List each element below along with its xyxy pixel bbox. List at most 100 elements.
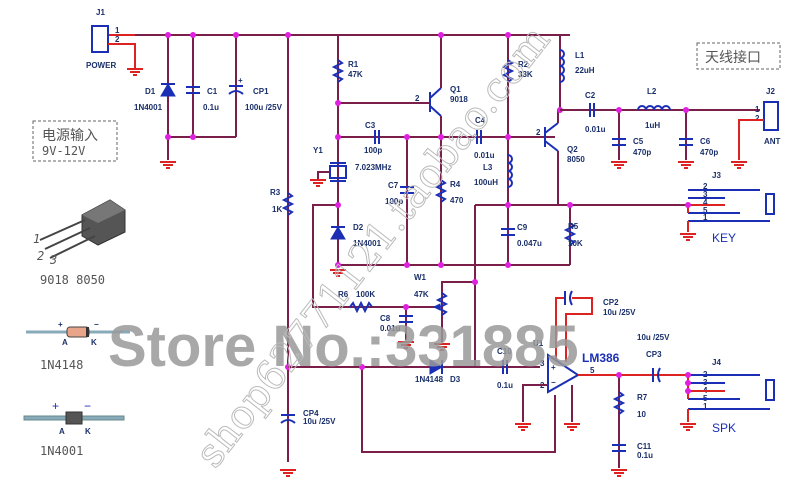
diode-1n4148-illustration: + − A K 1N4148 (26, 320, 130, 372)
svg-text:天线接口: 天线接口 (705, 49, 761, 66)
l1-ref: L1 (575, 51, 585, 60)
l3-value: 100uH (474, 178, 498, 187)
tone-network: R6 100K C8 0.01u W1 47K (313, 273, 478, 351)
u1-value: LM386 (582, 351, 620, 365)
svg-text:−: − (84, 399, 91, 413)
svg-text:1: 1 (755, 105, 760, 114)
svg-text:K: K (91, 338, 97, 347)
d3-value: 1N4148 (415, 375, 444, 384)
transistor-illustration: 1 2 3 9018 8050 (33, 199, 126, 287)
c7-value: 100p (385, 197, 403, 206)
j4-value: SPK (712, 421, 736, 435)
d2-ref: D2 (353, 223, 364, 232)
connector-j4: J4 2 3 4 5 1 SPK (679, 358, 775, 435)
r2-ref: R2 (518, 60, 529, 69)
c10-ref: C10 (497, 347, 512, 356)
connector-j3: J3 2 3 4 5 1 KEY (679, 171, 775, 245)
power-input-note: 电源输入 9V-12V (32, 120, 118, 162)
c10-value: 0.1u (497, 381, 513, 390)
c6-value: 470p (700, 148, 718, 157)
svg-text:−: − (551, 378, 556, 387)
c3-value: 100p (364, 146, 382, 155)
r2-value: 33K (518, 70, 533, 79)
diode2-caption: 1N4001 (40, 444, 83, 458)
svg-text:2: 2 (115, 35, 120, 44)
c11-value: 0.1u (637, 451, 653, 460)
connector-j2: J2 1 2 ANT (730, 87, 781, 169)
j2-value: ANT (764, 137, 781, 146)
svg-text:1: 1 (703, 402, 708, 411)
svg-text:2: 2 (536, 128, 541, 137)
svg-text:3: 3 (540, 359, 545, 368)
r1-value: 47K (348, 70, 363, 79)
u1-ref: U1 (533, 339, 544, 348)
q1-ref: Q1 (450, 85, 461, 94)
cp2-ref: CP2 (603, 298, 619, 307)
w1-value: 47K (414, 290, 429, 299)
c9-value: 0.047u (517, 239, 542, 248)
c5-ref: C5 (633, 137, 644, 146)
r3-value: 1K (272, 205, 282, 214)
input-filter: + D1 1N4001 C1 0.1u CP1 100u /25V (134, 32, 283, 169)
cp1-value: 100u /25V (245, 103, 283, 112)
d3-ref: D3 (450, 375, 461, 384)
q2-value: 8050 (567, 155, 585, 164)
svg-text:4: 4 (703, 198, 708, 207)
svg-text:+: + (52, 399, 59, 413)
svg-text:−: − (94, 320, 99, 329)
c4-value: 0.01u (474, 151, 495, 160)
r4-ref: R4 (450, 180, 461, 189)
c1-value: 0.1u (203, 103, 219, 112)
r6-value: 100K (356, 290, 375, 299)
j1-value: POWER (86, 61, 116, 70)
l3-ref: L3 (483, 163, 493, 172)
r5-ref: R5 (568, 222, 579, 231)
cp1-ref: CP1 (253, 87, 269, 96)
transistor-caption: 9018 8050 (40, 273, 105, 287)
antenna-port-note: 天线接口 (696, 42, 781, 70)
audio-amp: 1N4148 D3 C10 0.1u 3 2 + − U1 LM386 CP2 … (288, 290, 688, 477)
j3-ref: J3 (712, 171, 721, 180)
cp3-ref: CP3 (646, 350, 662, 359)
svg-text:3: 3 (49, 253, 57, 267)
r3-ref: R3 (270, 188, 281, 197)
output-filter: C2 0.01u L2 1uH C5 470p C6 470p (560, 87, 760, 169)
svg-text:2: 2 (703, 182, 708, 191)
c8-value: 0.01u (380, 324, 401, 333)
connector-j1: J1 1 2 POWER (86, 8, 144, 76)
svg-text:K: K (85, 427, 91, 436)
q1-value: 9018 (450, 95, 468, 104)
svg-text:2: 2 (755, 114, 760, 123)
svg-text:A: A (62, 338, 68, 347)
l2-ref: L2 (647, 87, 657, 96)
svg-text:5: 5 (703, 206, 708, 215)
store-watermark: Store No.:331885 (108, 314, 579, 379)
r7-ref: R7 (637, 393, 648, 402)
j3-value: KEY (712, 231, 736, 245)
r1-ref: R1 (348, 60, 359, 69)
svg-text:电源输入: 电源输入 (42, 128, 98, 144)
svg-text:1: 1 (115, 26, 120, 35)
c4-ref: C4 (475, 116, 486, 125)
c2-value: 0.01u (585, 125, 606, 134)
c2-ref: C2 (585, 91, 596, 100)
c6-ref: C6 (700, 137, 711, 146)
c7-ref: C7 (388, 181, 399, 190)
j1-ref: J1 (96, 8, 105, 17)
c8-ref: C8 (380, 314, 391, 323)
r6-ref: R6 (338, 290, 349, 299)
svg-text:1: 1 (33, 232, 40, 246)
svg-text:9V-12V: 9V-12V (42, 144, 85, 158)
c5-value: 470p (633, 148, 651, 157)
svg-text:5: 5 (590, 366, 595, 375)
svg-text:+: + (238, 76, 243, 85)
c1-ref: C1 (207, 87, 218, 96)
j4-ref: J4 (712, 358, 721, 367)
d1-value: 1N4001 (134, 103, 163, 112)
svg-text:+: + (551, 363, 556, 372)
r4-value: 470 (450, 196, 464, 205)
w1-ref: W1 (414, 273, 427, 282)
d1-ref: D1 (145, 87, 156, 96)
diode1-caption: 1N4148 (40, 358, 83, 372)
